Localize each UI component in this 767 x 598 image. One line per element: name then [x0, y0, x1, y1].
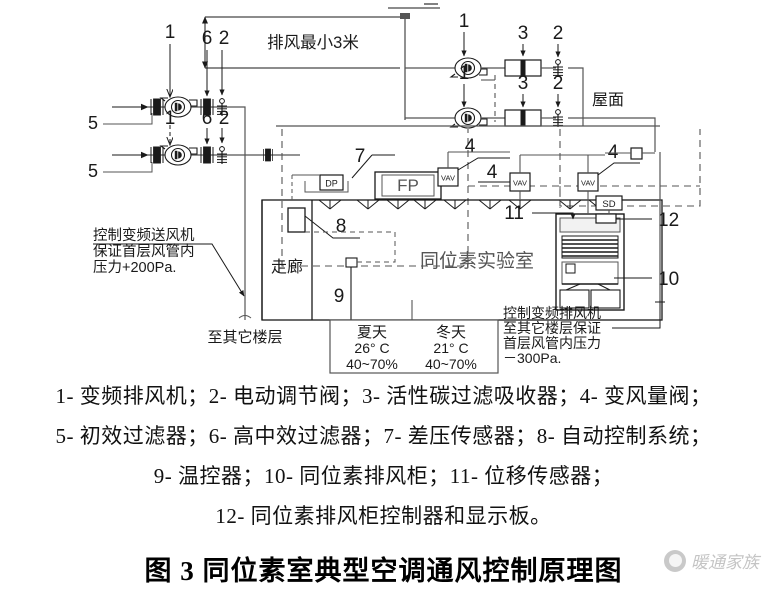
legend-line-1: 1- 变频排风机；2- 电动调节阀；3- 活性碳过滤吸收器；4- 变风量阀； — [55, 384, 712, 408]
tag-thermostat: 9 — [334, 286, 345, 307]
dp-sensor-group: DP — [291, 174, 349, 200]
label-corridor: 走廊 — [271, 258, 303, 276]
dp-sensor-label: DP — [325, 179, 338, 189]
leader-displacement-sensor — [532, 212, 576, 220]
thermostat-body — [345, 257, 358, 268]
fume-hood-louvers — [561, 235, 619, 259]
setpoint-table-group: 夏天 冬天 26° C 21° C 40~70% 40~70% — [329, 319, 499, 374]
tag-fume-hood: 10 — [658, 269, 679, 290]
tag-exhaust-fan-bottom: 1 — [459, 63, 470, 84]
leader-vav-1 — [457, 157, 510, 171]
label-exhaust-height: 排风最小3米 — [267, 33, 359, 52]
setpoint-table-box — [329, 319, 499, 374]
leader-supply-fan-note — [93, 243, 245, 297]
label-lab-room: 同位素实验室 — [420, 250, 534, 272]
tag-dp-sensor: 7 — [355, 146, 366, 167]
supply-fan-note-line2: 保证首层风管内 — [93, 243, 195, 260]
watermark-text: 暖通家族 — [691, 553, 759, 572]
vav-box-2 — [509, 172, 531, 192]
figure-caption-block: 1- 变频排风机；2- 电动调节阀；3- 活性碳过滤吸收器；4- 变风量阀； 5… — [0, 380, 767, 588]
fp-panel-label: FP — [397, 176, 419, 195]
vav-box-3 — [577, 172, 599, 192]
sd-controller-label: SD — [602, 199, 615, 210]
tag-supply-fan-bottom: 1 — [165, 108, 176, 129]
exhaust-fan-note-line1: 控制变频排风机 — [503, 305, 601, 321]
exhaust-riser-bottom — [568, 117, 656, 152]
tag-medium-filter-bottom: 6 — [202, 108, 213, 129]
tag-medium-filter-top: 6 — [202, 28, 213, 49]
hvac-control-diagram: VAV 5 5 1 1 6 6 2 2 至其它楼层 — [87, 3, 701, 374]
fume-hood-cabinet-right — [590, 289, 621, 309]
tag-roof-damper-bottom: 2 — [553, 73, 564, 94]
label-other-floors: 至其它楼层 — [207, 328, 282, 346]
riser-break-symbol — [238, 315, 252, 319]
carbon-filter-bottom — [504, 109, 542, 127]
tag-roof-damper-top: 2 — [553, 23, 564, 44]
tag-supply-damper-bottom: 2 — [219, 108, 230, 129]
supply-fan-note-line3: 压力+200Pa. — [93, 259, 176, 276]
tag-supply-fan-top: 1 — [165, 22, 176, 43]
hood-display-panel — [595, 213, 617, 224]
exhaust-fan-note-line2: 至其它楼层保证 — [503, 320, 601, 336]
tag-filter-bottom: 5 — [88, 161, 98, 181]
tag-control-system: 8 — [336, 216, 347, 237]
tag-filter-top: 5 — [88, 113, 98, 133]
fume-hood-cabinet-left — [559, 289, 590, 309]
vav-box-1 — [437, 167, 459, 187]
leader-dp-sensor — [351, 154, 373, 179]
leader-vav-3 — [597, 162, 640, 176]
fp-panel-inner — [381, 174, 435, 197]
roof-branch-sensor — [630, 147, 643, 160]
exhaust-fan-note-line4: －300Pa. — [503, 350, 561, 366]
fume-hood-inner-box — [565, 263, 576, 274]
tag-hood-controller: 12 — [658, 210, 679, 231]
dp-sensor-body — [319, 174, 344, 191]
tag-vav-2: 4 — [487, 162, 498, 183]
exhaust-riser-top — [568, 67, 584, 126]
setpoint-summer-rh: 40~70% — [346, 356, 398, 372]
watermark: 暖通家族 — [664, 548, 759, 573]
legend-line-3: 9- 温控器；10- 同位素排风柜；11- 位移传感器； — [153, 464, 614, 488]
roof-branch-sensor-group — [630, 147, 643, 160]
supply-riser — [235, 106, 246, 300]
legend-line-2: 5- 初效过滤器；6- 高中效过滤器；7- 差压传感器；8- 自动控制系统； — [55, 424, 712, 448]
fume-hood-group — [555, 213, 625, 311]
plenum-dashed-left — [281, 129, 469, 267]
plenum-dashed-right — [559, 129, 701, 207]
stack-outlet — [400, 13, 410, 19]
exhaust-fan-note-line3: 首层风管内压力 — [503, 335, 601, 351]
setpoint-winter-rh: 40~70% — [425, 356, 477, 372]
tag-displacement-sensor: 11 — [504, 203, 524, 224]
tag-carbon-bottom: 3 — [518, 73, 529, 94]
fp-panel-group: FP — [374, 171, 442, 200]
dp-sensor-taps — [304, 181, 349, 193]
setpoint-winter-temp: 21° C — [433, 340, 468, 356]
supply-fan-note-line1: 控制变频送风机 — [93, 227, 195, 244]
sd-controller-group: SD — [595, 195, 623, 211]
thermostat-group — [305, 231, 396, 312]
tag-exhaust-fan-top: 1 — [459, 11, 470, 32]
control-system-group — [287, 207, 306, 233]
setpoint-col-header-winter: 冬天 — [436, 324, 466, 341]
legend-line-4: 12- 同位素排风柜控制器和显示板。 — [215, 504, 552, 528]
thermostat-signal-line — [305, 231, 396, 263]
leader-exhaust-fan-note — [612, 300, 661, 329]
setpoint-col-header-summer: 夏天 — [357, 324, 387, 341]
fume-hood-airflow — [565, 283, 611, 291]
tag-supply-damper-top: 2 — [219, 28, 230, 49]
tag-vav-1: 4 — [465, 136, 476, 157]
control-system-body — [287, 207, 306, 233]
label-roof: 屋面 — [592, 92, 624, 109]
leader-filter-bottom — [103, 162, 153, 173]
watermark-logo-icon — [664, 549, 686, 572]
figure-title: 图 3 同位素室典型空调通风控制原理图 — [144, 556, 623, 586]
tag-carbon-top: 3 — [518, 23, 529, 44]
leader-control-system — [304, 215, 360, 239]
leader-filter-top — [103, 113, 153, 125]
setpoint-summer-temp: 26° C — [354, 340, 389, 356]
